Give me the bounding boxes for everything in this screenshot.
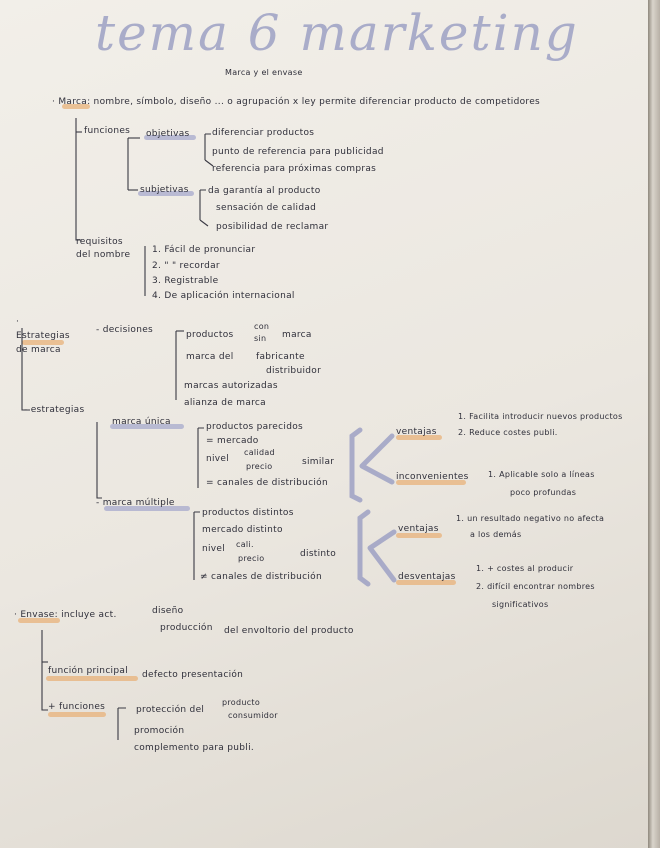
subjetivas-item: da garantía al producto <box>208 186 321 196</box>
calidad-label: calidad <box>244 448 275 457</box>
unica-item: productos parecidos <box>206 422 303 432</box>
producto-label: producto <box>222 698 261 707</box>
promocion-label: promoción <box>134 726 185 736</box>
marca-unica-label: marca única <box>112 417 171 427</box>
unica-item: = mercado <box>206 436 259 446</box>
desventajas-label: desventajas <box>398 572 456 582</box>
highlight <box>144 135 196 140</box>
similar-label: similar <box>302 457 335 467</box>
inconveniente-item: poco profundas <box>510 488 577 497</box>
decision-marca-del: marca del <box>186 352 234 362</box>
decision-productos: productos <box>186 330 234 340</box>
decisiones-label: - decisiones <box>96 325 154 335</box>
precio2-label: precio <box>238 554 265 563</box>
envoltorio-text: del envoltorio del producto <box>224 626 354 636</box>
highlight <box>396 533 442 538</box>
highlight <box>46 676 138 681</box>
envase-definition: · Envase: incluye act. <box>14 610 117 620</box>
desventaja-item: 2. difícil encontrar nombres <box>476 582 595 591</box>
requisito-item: 3. Registrable <box>152 276 219 286</box>
estrategias-label: - estrategias <box>24 405 85 415</box>
ventaja2-item: 1. un resultado negativo no afecta <box>456 514 605 523</box>
highlight <box>138 191 194 196</box>
decision-alianza: alianza de marca <box>184 398 266 408</box>
complemento-label: complemento para publi. <box>134 743 255 753</box>
ventaja2-item: a los demás <box>470 530 522 539</box>
unica-item: nivel <box>206 454 230 464</box>
ventaja-item: 1. Facilita introducir nuevos productos <box>458 412 623 421</box>
objetivas-item: referencia para próximas compras <box>212 164 377 174</box>
funcion-principal-label: función principal <box>48 666 128 676</box>
decision-marcas-autorizadas: marcas autorizadas <box>184 381 278 391</box>
marca-definition: · Marca: nombre, símbolo, diseño ... o a… <box>52 97 541 107</box>
ventajas2-label: ventajas <box>398 524 439 534</box>
unica-item: = canales de distribución <box>206 478 328 488</box>
inconveniente-item: 1. Aplicable solo a líneas <box>488 470 595 479</box>
multiple-item: productos distintos <box>202 508 294 518</box>
page-title: tema 6 marketing <box>95 4 579 62</box>
distinto-label: distinto <box>300 549 337 559</box>
requisitos-label: requisitos del nombre <box>76 237 131 260</box>
highlight <box>62 104 90 109</box>
highlight <box>104 506 190 511</box>
objetivas-label: objetivas <box>146 129 190 139</box>
multiple-item: ≠ canales de distribución <box>200 572 322 582</box>
proteccion-label: protección del <box>136 705 205 715</box>
estrategias-title: · Estrategias de marca <box>16 317 70 355</box>
desventaja-item: significativos <box>492 600 549 609</box>
desventaja-item: 1. + costes al producir <box>476 564 574 573</box>
objetivas-item: diferenciar productos <box>212 128 315 138</box>
con-label: con <box>254 322 270 331</box>
funcion-principal-value: defecto presentación <box>142 670 244 680</box>
multiple-item: nivel <box>202 544 226 554</box>
sin-label: sin <box>254 334 267 343</box>
highlight <box>396 480 466 485</box>
inconvenientes-label: inconvenientes <box>396 472 469 482</box>
mas-funciones-label: + funciones <box>48 702 106 712</box>
subjetivas-label: subjetivas <box>140 185 189 195</box>
highlight <box>48 712 106 717</box>
requisito-item: 2. " " recordar <box>152 261 220 271</box>
multiple-item: mercado distinto <box>202 525 283 535</box>
ventajas-label: ventajas <box>396 427 437 437</box>
diseno-label: diseño <box>152 606 184 616</box>
subjetivas-item: sensación de calidad <box>216 203 317 213</box>
page-edge <box>648 0 660 848</box>
precio-label: precio <box>246 462 273 471</box>
funciones-label: funciones <box>84 126 131 136</box>
requisito-item: 4. De aplicación internacional <box>152 291 295 301</box>
subjetivas-item: posibilidad de reclamar <box>216 222 329 232</box>
objetivas-item: punto de referencia para publicidad <box>212 147 384 157</box>
highlight <box>22 340 64 345</box>
highlight <box>18 618 60 623</box>
highlight <box>110 424 184 429</box>
marca-multiple-label: - marca múltiple <box>96 498 175 508</box>
consumidor-label: consumidor <box>228 711 278 720</box>
ventaja-item: 2. Reduce costes publi. <box>458 428 558 437</box>
cali-label: cali. <box>236 540 254 549</box>
highlight <box>396 435 442 440</box>
marca-word: marca <box>282 330 312 340</box>
highlight <box>396 580 456 585</box>
page-subtitle: Marca y el envase <box>225 68 303 77</box>
fabricante-label: fabricante <box>256 352 305 362</box>
produccion-label: producción <box>160 623 213 633</box>
distribuidor-label: distribuidor <box>266 366 322 376</box>
requisito-item: 1. Fácil de pronunciar <box>152 245 256 255</box>
